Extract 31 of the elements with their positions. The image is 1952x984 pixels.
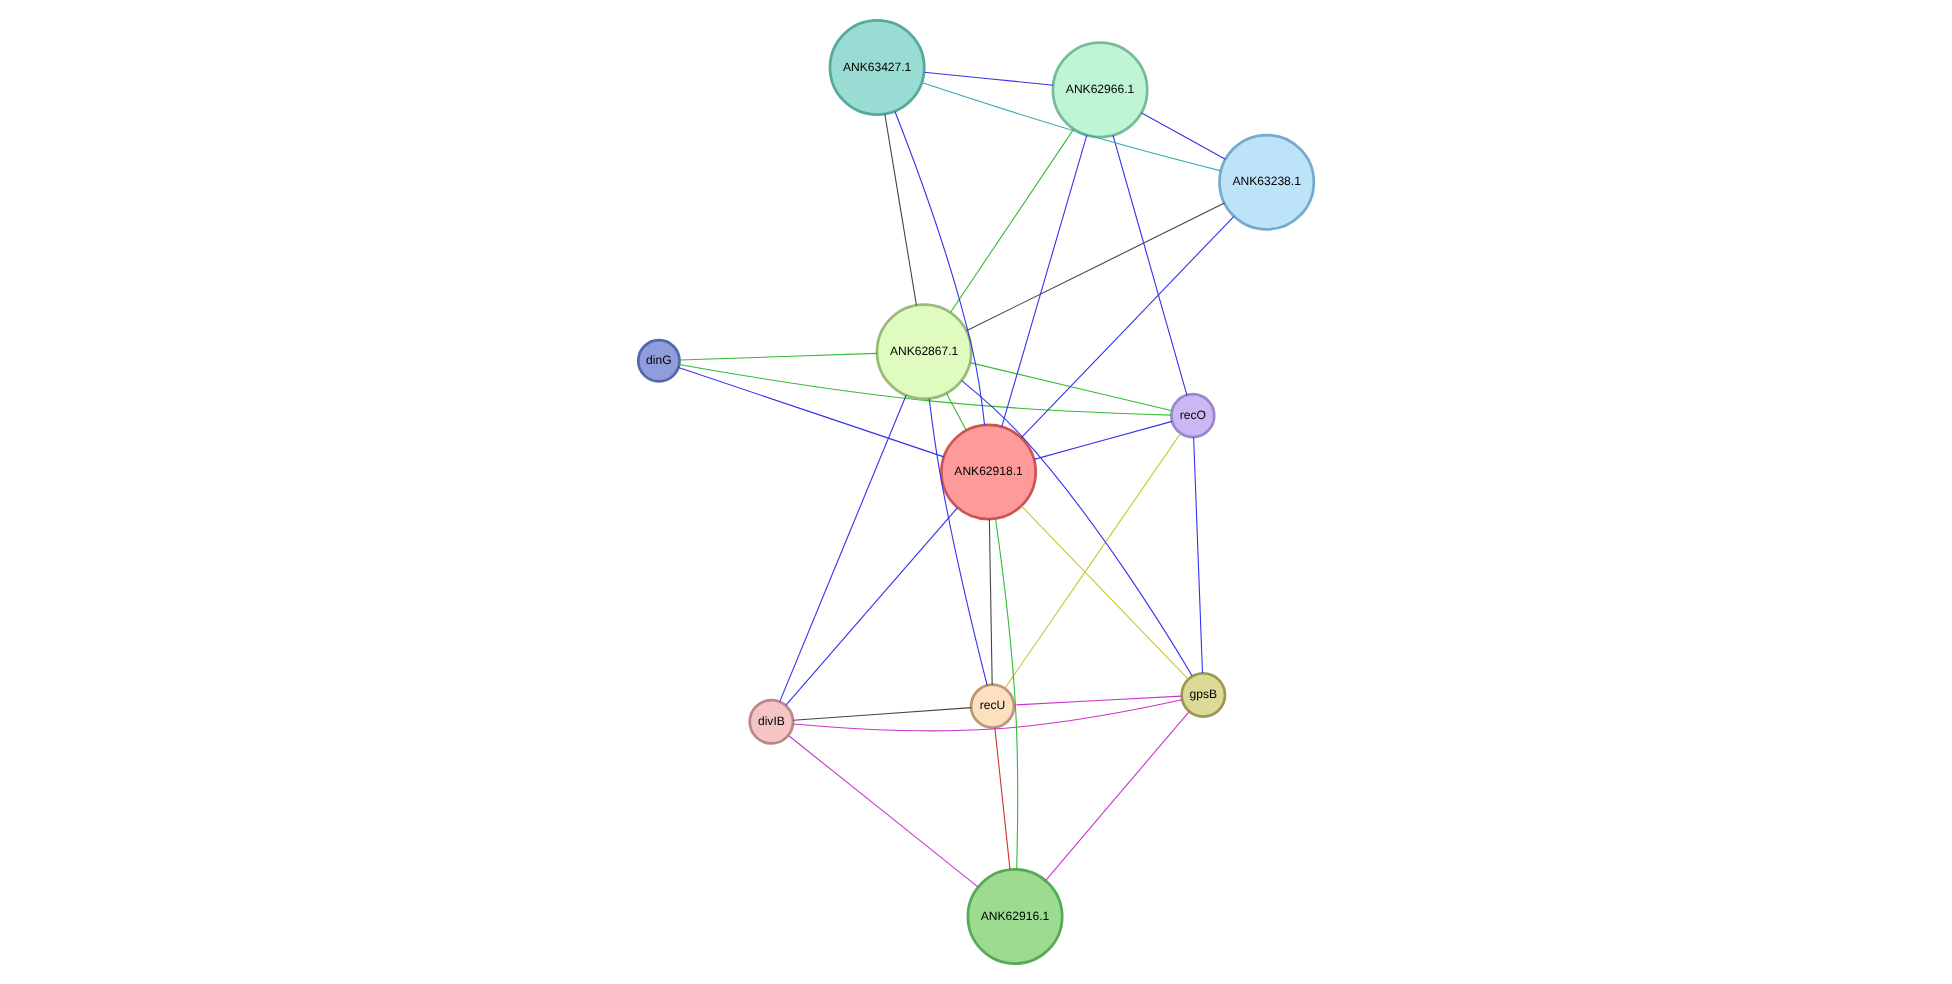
- connector: [969, 362, 1173, 412]
- connector: [921, 81, 1222, 172]
- connector: [1140, 112, 1226, 160]
- connector: [923, 71, 1054, 86]
- connector: [945, 392, 967, 432]
- connector: [792, 707, 972, 721]
- connector: [1020, 215, 1235, 439]
- connector: [965, 202, 1225, 332]
- connector: [1020, 505, 1189, 680]
- connector: [994, 517, 1019, 870]
- connector: [678, 363, 1173, 416]
- connector: [1013, 695, 1182, 706]
- connector: [988, 518, 993, 686]
- connector: [787, 735, 979, 888]
- connector: [1001, 134, 1088, 428]
- connector: [779, 394, 907, 702]
- connector: [1004, 432, 1182, 690]
- connector: [928, 398, 988, 687]
- connector: [1045, 711, 1190, 882]
- connector: [1193, 436, 1204, 674]
- connector: [792, 699, 1183, 732]
- connector: [949, 128, 1075, 314]
- connector: [884, 113, 917, 306]
- connector: [1033, 420, 1173, 460]
- connector: [1112, 134, 1188, 396]
- connector: [677, 366, 945, 458]
- connector: [961, 380, 1193, 677]
- connector: [785, 507, 958, 706]
- connector: [679, 352, 878, 361]
- connector: [994, 726, 1011, 871]
- connector: [894, 110, 986, 426]
